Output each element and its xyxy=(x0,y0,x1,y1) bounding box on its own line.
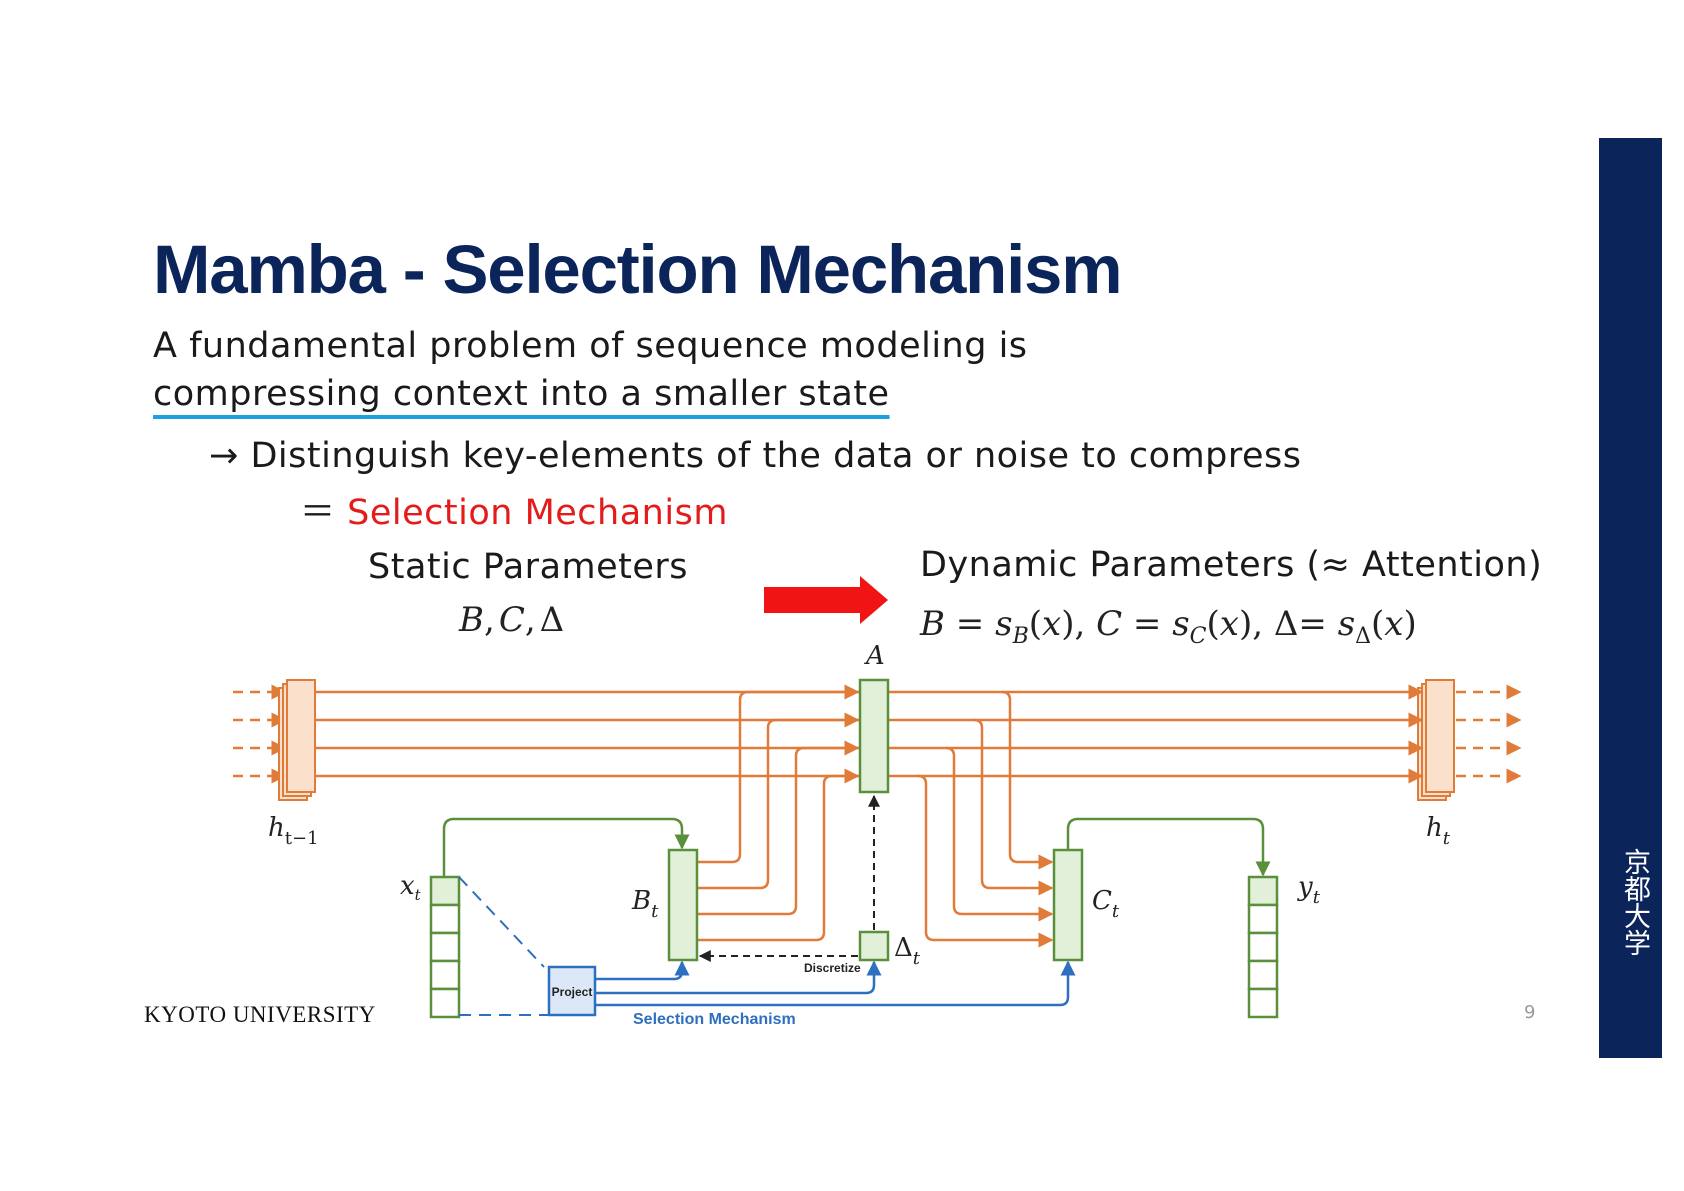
static-math: B,C,Δ xyxy=(458,600,564,640)
c-t-block xyxy=(1052,848,1084,962)
equals-glyph: ＝ xyxy=(300,493,336,533)
footer-university: KYOTO UNIVERSITY xyxy=(144,1002,376,1027)
transition-arrow-icon xyxy=(764,576,888,624)
university-logo-text: 京都大学 xyxy=(1619,848,1650,956)
label-b-t: Bt xyxy=(631,886,659,922)
project-box xyxy=(547,965,597,1017)
b-t-block xyxy=(667,848,699,962)
x-to-b-arrow xyxy=(442,817,690,877)
label-c-t: Ct xyxy=(1092,886,1120,922)
delta-t-block xyxy=(858,930,890,962)
h-t-block xyxy=(1417,679,1455,801)
label-delta-t: Δt xyxy=(894,933,921,969)
label-x-t: xt xyxy=(400,871,422,904)
intro-line-1: A fundamental problem of sequence modeli… xyxy=(153,326,1028,366)
label-h-t: ht xyxy=(1426,813,1451,849)
arrow-glyph: → xyxy=(209,436,239,476)
c-to-y-arrow xyxy=(1066,817,1271,877)
bullet-text: Distinguish key-elements of the data or … xyxy=(250,436,1302,476)
project-label: Project xyxy=(552,985,593,999)
b-to-state-lines xyxy=(697,684,860,942)
selection-mechanism-label: Selection Mechanism xyxy=(633,1011,796,1028)
slide-title: Mamba - Selection Mechanism xyxy=(153,231,1123,308)
label-a: A xyxy=(864,641,885,671)
intro-underlined-phrase: compressing context into a smaller state xyxy=(153,374,890,414)
selection-mechanism-text: Selection Mechanism xyxy=(347,493,728,533)
incoming-state-lines xyxy=(233,684,287,784)
page-number: 9 xyxy=(1524,1002,1536,1023)
dynamic-math: B = sB(x), C = sC(x), Δ= sΔ(x) xyxy=(919,604,1417,649)
label-h-prev: ht−1 xyxy=(268,813,319,849)
discretize-label: Discretize xyxy=(804,961,861,975)
a-matrix-block xyxy=(858,678,890,794)
side-bar xyxy=(1599,138,1662,1058)
bullet-arrow-line: → Distinguish key-elements of the data o… xyxy=(209,436,1302,476)
project-guide-lines xyxy=(458,876,549,1016)
state-to-c-lines xyxy=(917,690,1054,948)
label-y-t: yt xyxy=(1297,872,1321,908)
selection-line: ＝ Selection Mechanism xyxy=(300,484,728,535)
static-parameters-label: Static Parameters xyxy=(368,547,689,587)
intro-line-2: compressing context into a smaller state xyxy=(153,374,890,414)
dynamic-parameters-label: Dynamic Parameters (≈ Attention) xyxy=(920,545,1543,585)
selection-arrows xyxy=(595,960,1076,1007)
h-prev-block xyxy=(278,679,316,801)
outgoing-state-lines xyxy=(1456,684,1522,784)
x-t-column xyxy=(429,875,461,1019)
y-t-column xyxy=(1247,875,1279,1019)
